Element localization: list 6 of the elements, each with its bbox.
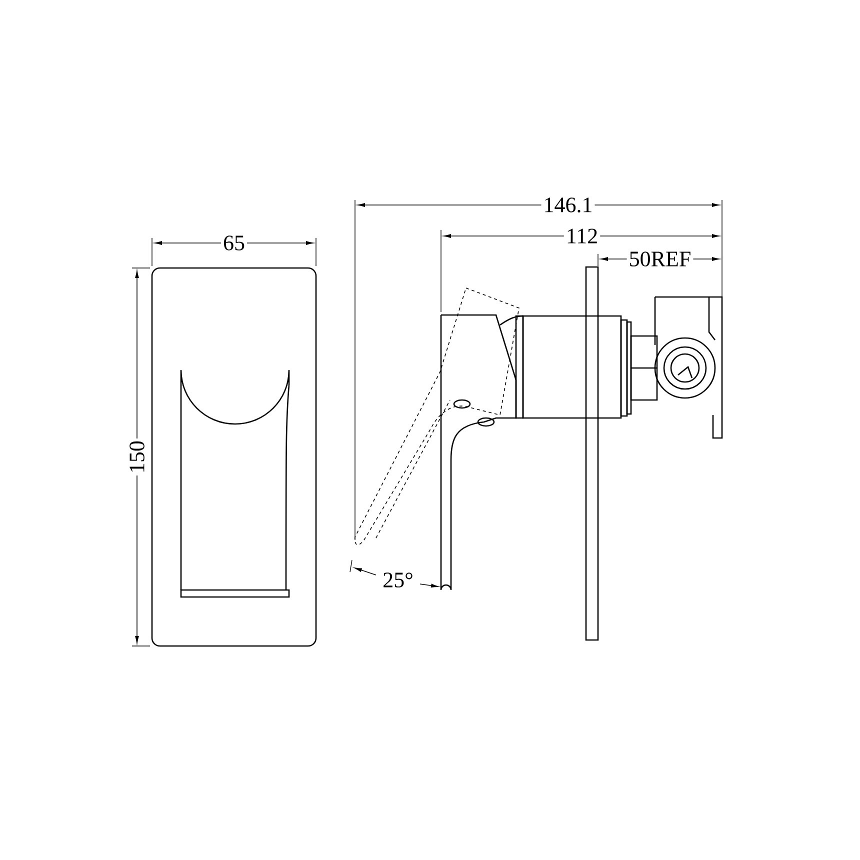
dimension-label: 146.1 (541, 196, 595, 214)
dimension-label: 65 (221, 234, 247, 252)
dimension-label: 25° (380, 570, 416, 590)
dimension-label: 112 (564, 226, 600, 246)
dimension-label: 150 (128, 438, 146, 476)
dimension-label: 50REF (626, 250, 694, 268)
